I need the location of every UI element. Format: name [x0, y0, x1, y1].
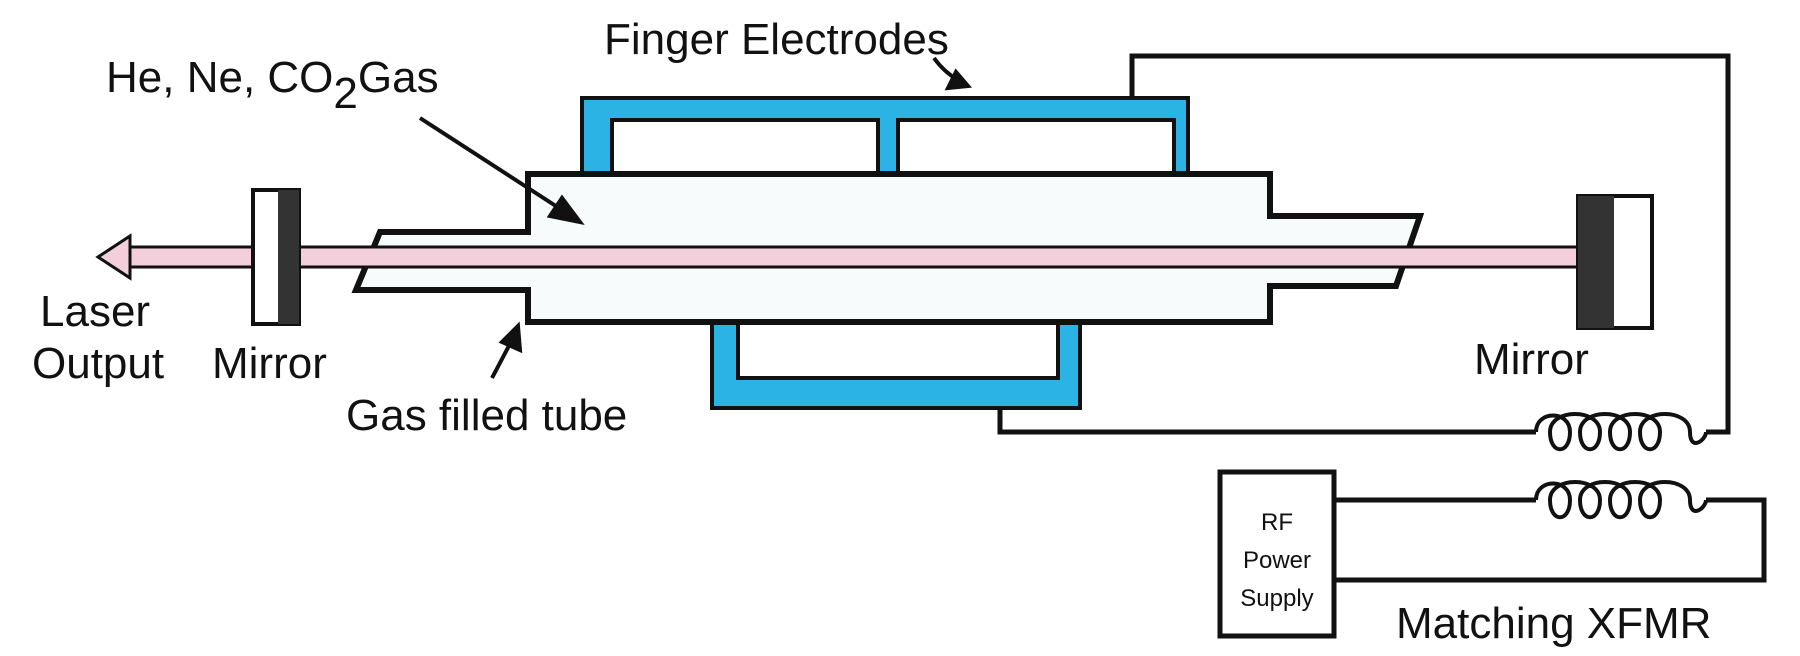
gas-label-prefix: He, Ne, CO: [106, 53, 333, 102]
upper-electrode-slot-left: [610, 118, 880, 178]
rf-label-line2: Power: [1243, 547, 1311, 574]
wire-top: [1129, 53, 1731, 435]
wiring: [997, 53, 1767, 583]
transformer-coil-primary: [1534, 412, 1708, 452]
lower-electrode-slot: [736, 316, 1060, 380]
tube-pointer-head: [498, 321, 523, 354]
finger-electrodes-label: Finger Electrodes: [604, 15, 949, 64]
wire-rf-right: [1334, 497, 1767, 583]
laser-output-label-line2: Output: [32, 339, 164, 388]
rf-label-line1: RF: [1261, 509, 1293, 536]
rf-label-line3: Supply: [1240, 585, 1313, 612]
gas-tube-label: Gas filled tube: [346, 391, 627, 440]
wire-bottom-electrode: [997, 408, 1536, 435]
matching-xfmr-label: Matching XFMR: [1396, 599, 1711, 648]
beam-line: [120, 245, 1586, 269]
mirror-right-label: Mirror: [1474, 335, 1589, 384]
gas-pointer-head: [546, 194, 585, 225]
rf-power-supply-box: [1217, 469, 1337, 639]
gas-label: He, Ne, CO2Gas: [106, 53, 439, 118]
gas-pointer-line: [418, 116, 564, 212]
mirror-right: [1576, 194, 1654, 330]
finger-electrodes: [580, 96, 1190, 410]
output-arrow: [95, 233, 132, 281]
gas-label-subscript: 2: [333, 69, 357, 118]
mirror-left: [251, 188, 301, 326]
gas-label-suffix: Gas: [358, 53, 439, 102]
transformer-coil-secondary: [1534, 480, 1708, 520]
laser-output-label-line1: Laser: [40, 287, 150, 336]
pointer-arrows: [418, 56, 973, 379]
mirror-left-label: Mirror: [212, 339, 327, 388]
electrode-pointer-head: [944, 68, 973, 91]
upper-electrode-slot-right: [896, 118, 1176, 178]
